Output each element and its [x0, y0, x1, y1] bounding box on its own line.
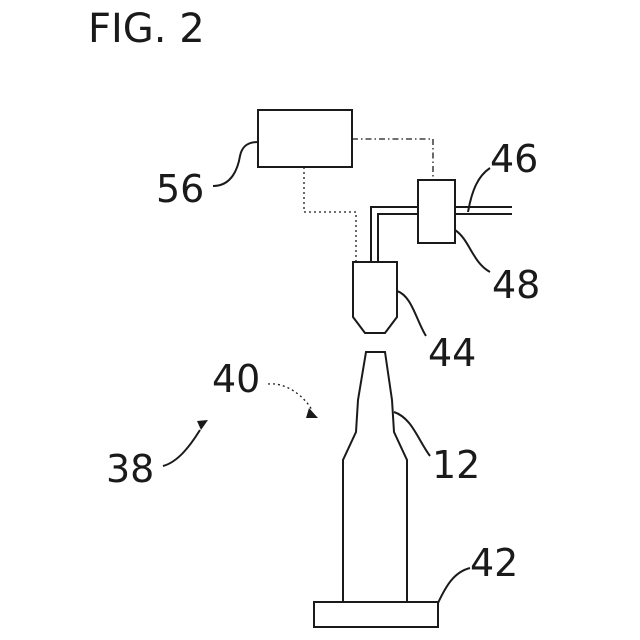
nozzle	[353, 262, 397, 333]
valve-box	[418, 180, 455, 243]
control-line-valve	[352, 139, 433, 180]
leader-46	[468, 168, 490, 212]
controller-box	[258, 110, 352, 167]
label-48: 48	[492, 263, 540, 307]
supply-pipe-right	[455, 207, 512, 214]
label-42: 42	[470, 541, 518, 585]
label-44: 44	[428, 331, 476, 375]
label-56: 56	[156, 167, 204, 211]
leader-42	[438, 568, 470, 603]
figure-title: FIG. 2	[88, 6, 205, 52]
leader-44	[397, 291, 426, 336]
base-plate	[314, 602, 438, 627]
arrow-40-icon	[306, 408, 318, 418]
label-40: 40	[212, 357, 260, 401]
leader-40	[268, 384, 312, 410]
control-line-nozzle	[304, 167, 356, 262]
leader-38	[163, 430, 200, 466]
arrow-38-icon	[197, 420, 208, 430]
bottle	[343, 352, 407, 602]
label-46: 46	[490, 137, 538, 181]
label-38: 38	[106, 447, 154, 491]
leader-48	[455, 230, 490, 272]
label-12: 12	[432, 443, 480, 487]
supply-pipe-left	[371, 207, 418, 262]
leader-56	[213, 142, 258, 186]
